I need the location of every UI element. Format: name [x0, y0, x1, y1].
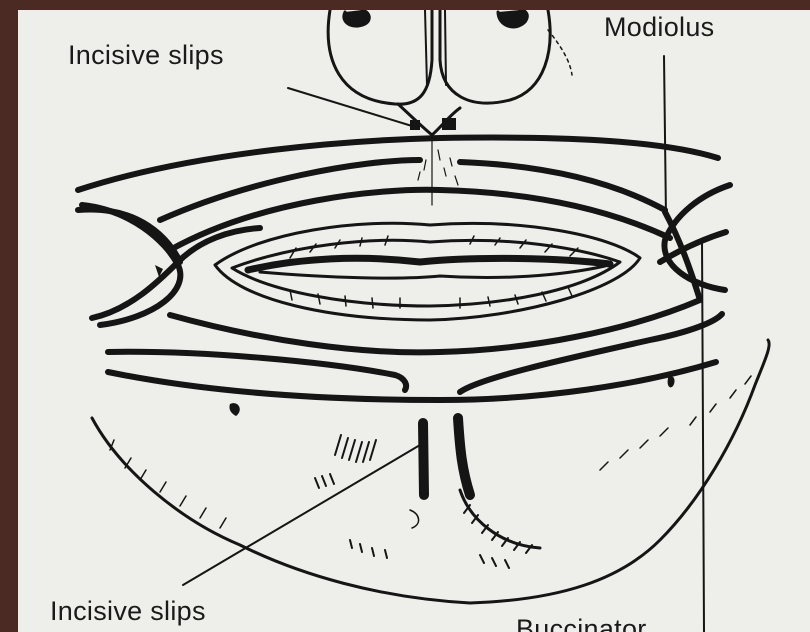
nose-drawing — [328, 10, 572, 135]
book-page: Incisive slips Modiolus Incisive slips B… — [18, 10, 810, 632]
modiolus-label: Modiolus — [604, 12, 714, 43]
perioral-muscle-diagram — [18, 10, 810, 632]
lower-muscle-bands — [108, 300, 722, 400]
upper-muscle-bands — [78, 138, 718, 262]
buccinator-label: Buccinator — [516, 614, 647, 632]
incisive-slips-lower-label: Incisive slips — [50, 596, 206, 627]
chin-outline — [92, 340, 769, 603]
lower-incisive-slips — [423, 418, 470, 495]
incisive-slips-upper-label: Incisive slips — [68, 40, 224, 71]
philtrum-hatching — [418, 135, 458, 205]
